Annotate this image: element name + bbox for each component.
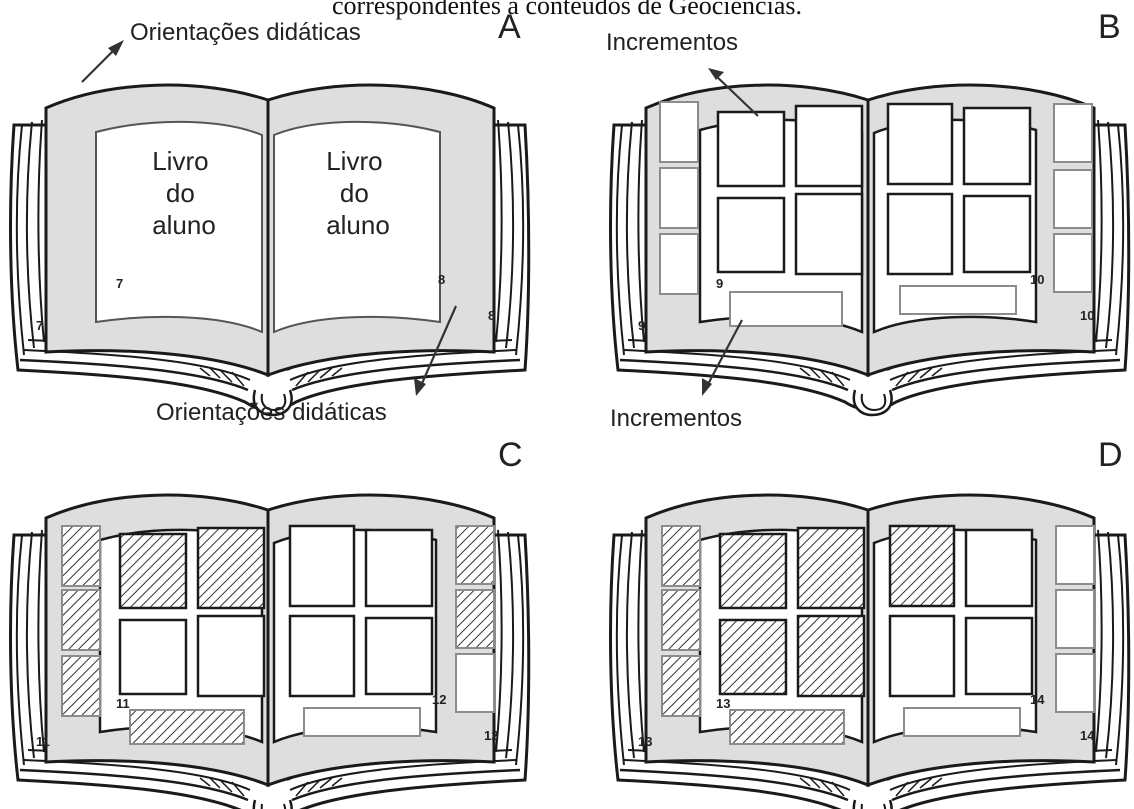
inner-page-left-c: 11 [116,696,130,711]
side-increment-hatched [662,590,700,650]
side-increment-hatched [62,656,100,716]
side-increment [1056,654,1094,712]
outer-page-right-c: 12 [484,728,498,743]
bottom-label-a: Orientações didáticas [156,399,387,426]
panel-c: 11 12 11 12 C [11,436,529,809]
content-frame-hatched [890,526,954,606]
side-increment [660,234,698,294]
content-frame [290,616,354,696]
content-frame [718,112,784,186]
content-frame-hatched [198,528,264,608]
panel-letter-d: D [1098,436,1123,474]
side-increment-hatched [456,526,494,584]
outer-page-left-d: 13 [638,734,652,749]
side-increment-hatched [62,590,100,650]
content-frame [366,618,432,694]
content-frame [964,108,1030,184]
inner-page-left-b: 9 [716,276,723,291]
inner-page-right-d: 14 [1030,692,1045,707]
top-label-a: Orientações didáticas [130,19,361,46]
inner-page-right-b: 10 [1030,272,1044,287]
bottom-increment [304,708,420,736]
arrow-top-a [82,40,124,82]
panel-b: 9 10 9 10 B Incrementos Incrementos [606,8,1129,432]
content-frame [366,530,432,606]
content-frame [890,616,954,696]
content-frame [964,196,1030,272]
content-frame [796,106,862,186]
side-increment [1054,234,1092,292]
bottom-increment [900,286,1016,314]
content-frame [718,198,784,272]
outer-page-right-b: 10 [1080,308,1094,323]
side-increment [1054,170,1092,228]
side-increment-hatched [662,526,700,586]
panel-a: Livro do aluno Livro do aluno 7 8 7 8 A … [11,8,529,426]
inner-page-left-a: 7 [116,276,123,291]
figure-caption: correspondentes a conteúdos de Geociênci… [332,0,802,20]
content-frame-hatched [120,534,186,608]
content-frame [290,526,354,606]
side-increment [1056,526,1094,584]
side-increment [456,654,494,712]
content-frame [888,194,952,274]
side-increment-hatched [456,590,494,648]
side-increment [660,168,698,228]
outer-page-left-a: 7 [36,318,43,333]
outer-page-left-b: 9 [638,318,645,333]
bottom-label-b: Incrementos [610,405,742,432]
content-frame [966,618,1032,694]
panel-letter-b: B [1098,8,1121,46]
outer-page-right-d: 14 [1080,728,1095,743]
content-frame-hatched [798,528,864,608]
panel-letter-a: A [498,8,521,46]
inner-page-left-d: 13 [716,696,730,711]
content-frame [888,104,952,184]
content-frame [120,620,186,694]
content-frame-hatched [720,620,786,694]
inner-page-right-a: 8 [438,272,445,287]
content-frame [796,194,862,274]
bottom-increment-hatched [730,710,844,744]
outer-page-right-a: 8 [488,308,495,323]
side-increment-hatched [662,656,700,716]
content-frame [198,616,264,696]
bottom-increment [730,292,842,326]
content-frame [966,530,1032,606]
side-increment [1054,104,1092,162]
panel-letter-c: C [498,436,523,474]
side-increment-hatched [62,526,100,586]
inner-page-right-c: 12 [432,692,446,707]
panel-d: 13 14 13 14 D [611,436,1129,809]
open-book-a [11,85,529,415]
side-increment [660,102,698,162]
bottom-increment [904,708,1020,736]
side-increment [1056,590,1094,648]
content-frame-hatched [798,616,864,696]
bottom-increment-hatched [130,710,244,744]
content-frame-hatched [720,534,786,608]
top-label-b: Incrementos [606,29,738,56]
outer-page-left-c: 11 [36,734,50,749]
